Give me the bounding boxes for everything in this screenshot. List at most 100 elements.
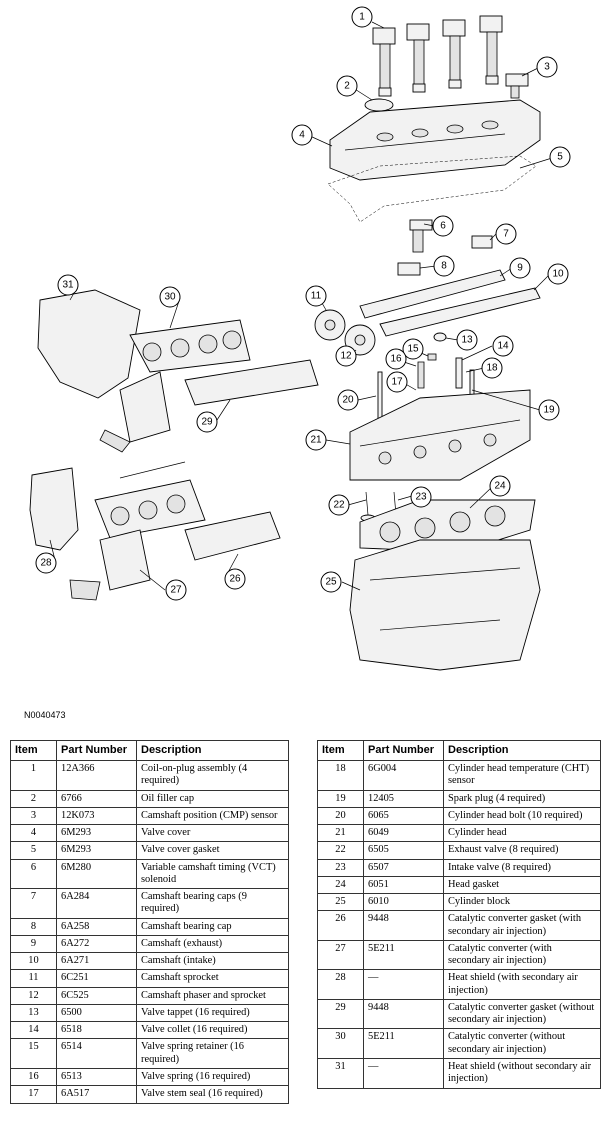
callout-16: 16 bbox=[385, 348, 407, 370]
part-number-cell: 9448 bbox=[363, 998, 444, 1030]
svg-text:8: 8 bbox=[441, 261, 447, 272]
part-number-cell: 5E211 bbox=[363, 1028, 444, 1060]
callout-27: 27 bbox=[165, 579, 187, 601]
callout-8: 8 bbox=[433, 255, 455, 277]
description-cell: Valve spring (16 required) bbox=[136, 1068, 289, 1087]
svg-text:5: 5 bbox=[557, 152, 563, 163]
part-number-cell: 6766 bbox=[56, 789, 137, 808]
description-cell: Cylinder block bbox=[443, 893, 601, 912]
item-cell: 3 bbox=[10, 806, 57, 826]
svg-text:27: 27 bbox=[170, 585, 182, 596]
converter-gasket-air bbox=[184, 511, 281, 561]
cmp-sensor bbox=[505, 73, 529, 99]
svg-text:17: 17 bbox=[391, 377, 403, 388]
item-cell: 15 bbox=[10, 1038, 57, 1070]
svg-text:29: 29 bbox=[201, 417, 213, 428]
cylinder-head bbox=[349, 389, 531, 481]
item-cell: 7 bbox=[10, 888, 57, 919]
item-cell: 5 bbox=[10, 841, 57, 860]
item-cell: 12 bbox=[10, 986, 57, 1005]
svg-text:10: 10 bbox=[552, 269, 564, 280]
description-cell: Coil-on-plug assembly (4 required) bbox=[136, 759, 289, 791]
part-number-cell: 12405 bbox=[363, 789, 444, 808]
description-cell: Camshaft bearing caps (9 required) bbox=[136, 888, 289, 919]
vct-solenoid bbox=[409, 219, 433, 253]
table-row: 28—Heat shield (with secondary air injec… bbox=[317, 969, 601, 1000]
svg-text:24: 24 bbox=[494, 481, 506, 492]
item-cell: 4 bbox=[10, 824, 57, 843]
part-number-cell: 6A284 bbox=[56, 888, 137, 919]
svg-text:4: 4 bbox=[299, 130, 305, 141]
item-cell: 8 bbox=[10, 917, 57, 936]
description-cell: Valve tappet (16 required) bbox=[136, 1003, 289, 1023]
svg-text:25: 25 bbox=[325, 577, 337, 588]
callout-10: 10 bbox=[547, 263, 569, 285]
oil-filler-cap bbox=[364, 98, 394, 112]
item-cell: 25 bbox=[317, 893, 364, 912]
callout-1: 1 bbox=[351, 6, 373, 28]
description-cell: Catalytic converter gasket (with seconda… bbox=[443, 910, 601, 941]
item-cell: 10 bbox=[10, 952, 57, 971]
part-number-cell: 6C525 bbox=[56, 986, 137, 1005]
table-header-row: Item Part Number Description bbox=[10, 740, 289, 761]
part-number-cell: 5E211 bbox=[363, 939, 444, 971]
description-cell: Cylinder head bolt (10 required) bbox=[443, 806, 601, 826]
callout-21: 21 bbox=[305, 429, 327, 451]
camshaft-bearing-caps bbox=[471, 235, 493, 249]
part-number-cell: 9448 bbox=[363, 910, 444, 941]
svg-text:2: 2 bbox=[344, 81, 350, 92]
part-number-cell: 6514 bbox=[56, 1038, 137, 1070]
svg-text:30: 30 bbox=[164, 292, 176, 303]
item-cell: 23 bbox=[317, 858, 364, 877]
part-number-cell: 6A271 bbox=[56, 952, 137, 971]
description-cell: Valve collet (16 required) bbox=[136, 1021, 289, 1040]
callout-20: 20 bbox=[337, 389, 359, 411]
converter-gasket-no-air bbox=[184, 359, 319, 406]
catalytic-converter-air bbox=[69, 461, 206, 601]
callout-11: 11 bbox=[305, 285, 327, 307]
svg-text:21: 21 bbox=[310, 435, 322, 446]
figure-id: N0040473 bbox=[24, 710, 66, 720]
svg-text:3: 3 bbox=[544, 62, 550, 73]
item-cell: 29 bbox=[317, 998, 364, 1030]
callout-31: 31 bbox=[57, 274, 79, 296]
part-number-cell: 6518 bbox=[56, 1021, 137, 1040]
part-number-cell: 6M280 bbox=[56, 858, 137, 890]
callout-24: 24 bbox=[489, 475, 511, 497]
callout-5: 5 bbox=[549, 146, 571, 168]
column-header-description: Description bbox=[443, 740, 601, 761]
description-cell: Camshaft (intake) bbox=[136, 952, 289, 971]
svg-text:20: 20 bbox=[342, 395, 354, 406]
svg-text:11: 11 bbox=[311, 291, 322, 302]
part-number-cell: 6C251 bbox=[56, 969, 137, 988]
camshaft-bearing-cap bbox=[397, 262, 421, 276]
callout-3: 3 bbox=[536, 56, 558, 78]
catalytic-converter-no-air bbox=[99, 319, 251, 453]
svg-text:26: 26 bbox=[229, 574, 241, 585]
engine-exploded-diagram: 1 2 3 4 5 6 7 8 9 10 11 12 13 14 15 16 1… bbox=[29, 6, 571, 671]
svg-text:9: 9 bbox=[517, 263, 523, 274]
item-cell: 28 bbox=[317, 969, 364, 1000]
cylinder-block bbox=[349, 539, 541, 671]
svg-text:12: 12 bbox=[340, 351, 352, 362]
item-cell: 6 bbox=[10, 858, 57, 890]
part-number-cell: 6A517 bbox=[56, 1085, 137, 1104]
callout-19: 19 bbox=[538, 399, 560, 421]
part-number-cell: 6051 bbox=[363, 875, 444, 895]
description-cell: Oil filler cap bbox=[136, 789, 289, 808]
